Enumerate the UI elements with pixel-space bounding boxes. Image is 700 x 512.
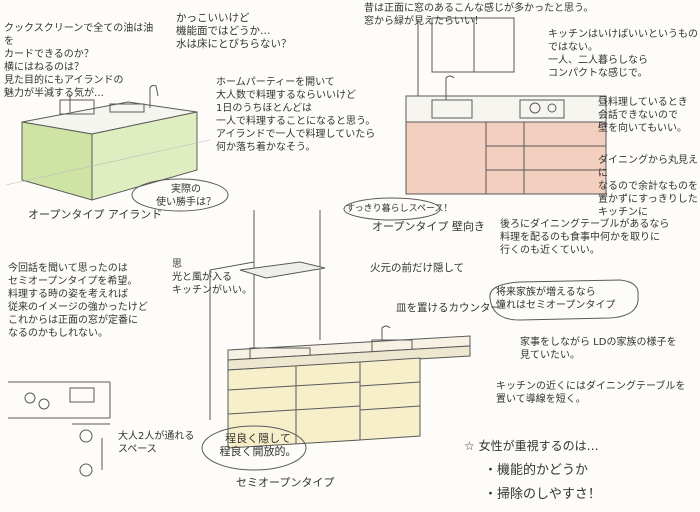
note-cleaning: ・掃除のしやすさ！ — [484, 488, 644, 501]
note-compact: キッチンはいけばいいというもの ではない。 一人、二人暮らしなら コンパクトな感… — [548, 28, 698, 80]
note-semi-open-hope: 今回話を聞いて思ったのは セミオープンタイプを希望。 料理する時の姿を考えれば … — [8, 262, 173, 340]
note-light-wind: 思 光と風が入る キッチンがいい。 — [172, 258, 262, 297]
label-island: オープンタイプ アイランド — [28, 206, 162, 222]
note-face-wall: 昼料理しているとき 会話できないので 壁を向いてもいい。 — [598, 96, 698, 135]
semi-open-kitchen-sketch — [210, 210, 470, 448]
note-island-water: かっこいいけど 機能面ではどうか… 水は床にとびちらない？ — [176, 12, 326, 51]
floor-plan-sketch — [8, 382, 110, 476]
label-wall-facing: オープンタイプ 壁向き — [372, 218, 485, 234]
note-watch-family: 家事をしながら LDの家族の様子を 見ていたい。 — [520, 336, 700, 362]
note-dining-table: 後ろにダイニングテーブルがあるなら 料理を配るのも食事中何かを取りに 行くのも近… — [500, 218, 700, 257]
label-semi-open: セミオープンタイプ — [236, 474, 334, 490]
bubble-balance: 程良く隠して 程良く開放的。 — [210, 432, 306, 458]
note-plate-counter: 皿を置けるカウンター — [396, 302, 506, 315]
bubble-future-family: 将来家族が増えるなら 憧れはセミオープンタイプ — [496, 286, 636, 312]
note-functionality: ・機能的かどうか — [484, 464, 644, 477]
bubble-clean-space: すっきり暮らしスペース！ — [346, 203, 446, 216]
note-women-priority: ☆ 女性が重視するのは… — [464, 440, 664, 453]
note-hide-fire: 火元の前だけ隠して — [370, 262, 480, 275]
note-home-party: ホームパーティーを開いて 大人数で料理するならいいけど 1日のうちほとんどは 一… — [216, 76, 386, 154]
note-short-path: キッチンの近くにはダイニングテーブルを 置いて導線を短く。 — [496, 380, 700, 406]
note-island-hood: クックスクリーンで全ての油は油を カードできるのか？ 横にはねるのは？ 見た目的… — [4, 22, 154, 100]
note-window-front: 昔は正面に窓のあるこんな感じが多かったと思う。 窓から緑が見えたらいい！ — [364, 2, 614, 28]
note-passage: 大人2人が通れる スペース — [118, 430, 218, 456]
note-dining-view: ダイニングから丸見えに なるので余計なものを 置かずにすっきりした キッチンに — [598, 154, 698, 219]
